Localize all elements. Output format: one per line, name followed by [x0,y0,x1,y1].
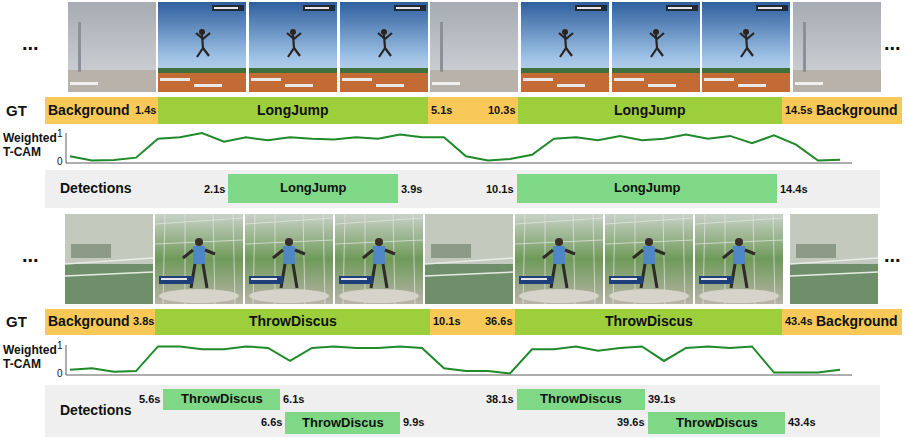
time-stamp: 43.4s [785,315,813,328]
time-stamp: 3.9s [401,183,422,196]
time-stamp: 14.5s [785,104,813,117]
time-stamp: 5.6s [139,393,160,406]
time-stamp: 3.8s [133,315,154,328]
axis-tick: 0 [57,156,63,168]
ellipsis: ... [22,244,39,267]
band-label: Background [48,103,130,118]
background-band: Background [45,309,133,335]
axis-tick: 0 [57,368,63,380]
detection-box: ThrowDiscus [517,389,645,410]
time-stamp: 10.1s [433,315,461,328]
axis-tick: 1 [57,128,63,140]
axis-tick: 1 [57,340,63,352]
time-stamp: 10.1s [486,183,514,196]
row-label: Weighted T-CAM [3,343,61,371]
detection-box: ThrowDiscus [285,412,400,434]
band-label: LongJump [280,181,346,195]
action-band: LongJump [518,97,782,124]
band-label: LongJump [257,103,329,118]
time-stamp: 39.1s [648,393,676,406]
band-label: LongJump [614,103,686,118]
row-label: GT [6,313,27,330]
band-label: Background [48,314,130,329]
band-label: ThrowDiscus [302,416,384,430]
time-stamp: 36.6s [485,315,513,328]
detection-box: LongJump [517,174,777,203]
background-band: Background [812,309,902,335]
action-band: ThrowDiscus [515,309,782,335]
background-band: Background [812,97,902,124]
time-stamp: 9.9s [403,416,424,429]
panel-heading: Detections [60,403,132,418]
band-label: Background [816,314,898,329]
time-stamp: 39.6s [617,416,645,429]
band-label: ThrowDiscus [605,314,693,329]
band-label: ThrowDiscus [249,314,337,329]
panel-heading: Detections [60,181,132,196]
time-stamp: 38.1s [486,393,514,406]
detection-box: LongJump [228,174,398,203]
detections-panel: DetectionsThrowDiscusThrowDiscusThrowDis… [45,385,880,437]
band-label: LongJump [614,181,680,195]
band-label: ThrowDiscus [181,392,263,406]
time-stamp: 2.1s [204,183,225,196]
band-label: ThrowDiscus [540,392,622,406]
detections-panel: Detections LongJump LongJump [45,170,880,208]
background-band: Background [45,97,133,124]
time-stamp: 43.4s [788,416,816,429]
ellipsis: ... [884,32,901,55]
time-stamp: 1.4s [135,104,156,117]
row-label: GT [6,102,27,119]
action-band: LongJump [158,97,428,124]
row-label: Weighted T-CAM [3,131,61,159]
band-label: Background [816,103,898,118]
time-stamp: 10.3s [488,104,516,117]
ellipsis: ... [884,244,901,267]
time-stamp: 6.6s [261,416,282,429]
detection-box: ThrowDiscus [163,389,280,410]
detection-box: ThrowDiscus [648,412,785,434]
time-stamp: 14.4s [780,183,808,196]
time-stamp: 6.1s [283,393,304,406]
time-stamp: 5.1s [431,104,452,117]
action-band: ThrowDiscus [155,309,430,335]
band-label: ThrowDiscus [676,416,758,430]
ellipsis: ... [22,32,39,55]
